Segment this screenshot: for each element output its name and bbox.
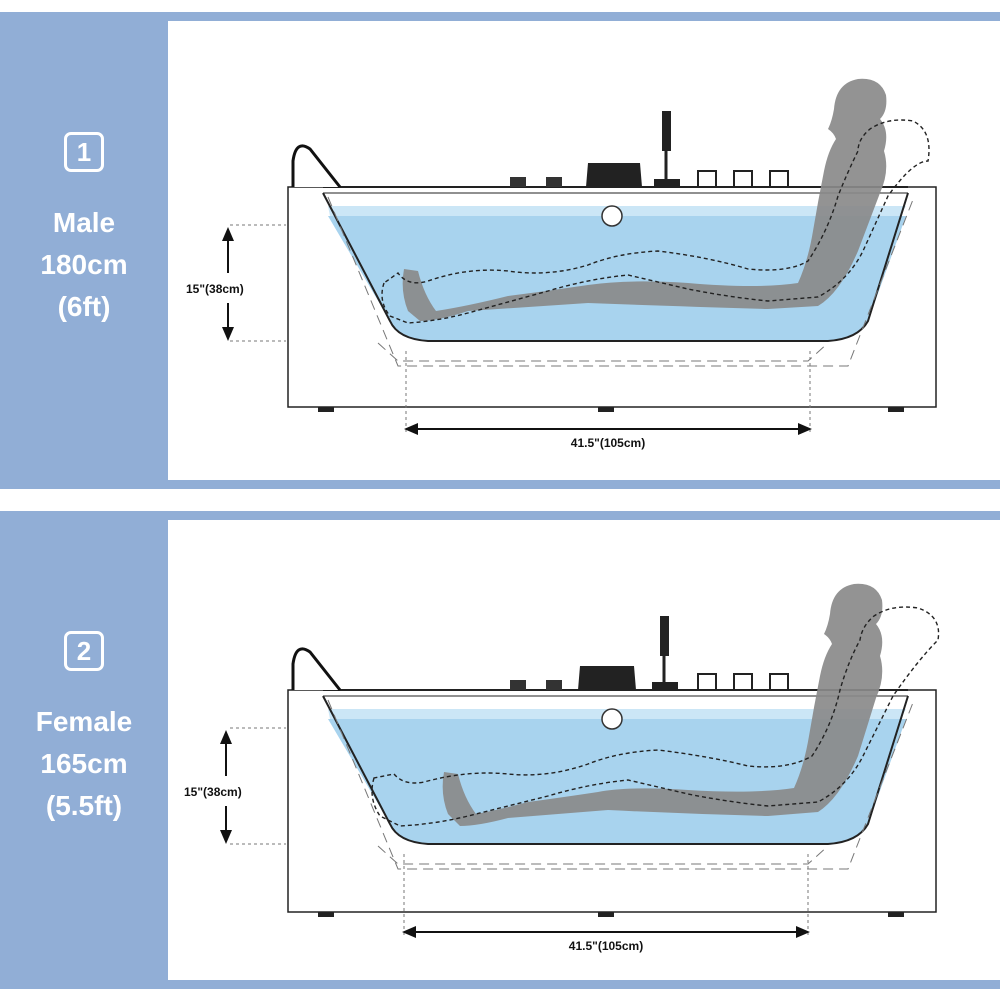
comparison-outline-figure <box>381 119 930 324</box>
diagram-area: 15"(38cm) 41.5"(105cm) <box>168 520 1000 980</box>
panel-number-badge: 2 <box>64 631 104 671</box>
faucet-spout <box>578 666 636 690</box>
frame-hidden-line <box>327 196 915 367</box>
shower-base <box>652 682 678 690</box>
frame-hidden-line <box>327 699 915 870</box>
length-label: 41.5"(105cm) <box>569 939 643 953</box>
valve-knob-3 <box>769 170 789 188</box>
person-gender: Male <box>52 207 116 238</box>
person-description: Male 180cm (6ft) <box>40 202 127 328</box>
valve-knob-1 <box>697 170 717 188</box>
foot-3 <box>888 912 904 917</box>
depth-arrow-head-bottom <box>220 830 232 844</box>
length-label: 41.5"(105cm) <box>571 436 645 450</box>
panel-female: 2 Female 165cm (5.5ft) <box>0 511 1000 989</box>
overflow-drain <box>601 205 623 227</box>
bathtub-diagram: 15"(38cm) 41.5"(105cm) <box>184 583 940 953</box>
valve-knob-2 <box>733 673 753 691</box>
faucet-spout <box>586 163 642 187</box>
length-arrow-head-right <box>796 926 810 938</box>
person-height-ft: (5.5ft) <box>45 790 123 821</box>
depth-arrow-head-top <box>222 227 234 241</box>
foot-3 <box>888 407 904 412</box>
valve-knob-2 <box>733 170 753 188</box>
comparison-outline-figure <box>371 606 940 827</box>
headrest <box>291 144 342 188</box>
panel-label-column: 1 Male 180cm (6ft) <box>0 12 168 489</box>
base-hidden-line <box>377 845 829 865</box>
diagram-area: 15"(38cm) 41.5"(105cm) <box>168 21 1000 480</box>
jet-control-1 <box>510 177 526 187</box>
base-hidden-line <box>377 342 829 362</box>
depth-label: 15"(38cm) <box>184 785 242 799</box>
headrest <box>291 647 342 691</box>
person-description: Female 165cm (5.5ft) <box>36 701 133 827</box>
shower-base <box>654 179 680 187</box>
jet-control-2 <box>546 680 562 690</box>
person-height-cm: 180cm <box>40 249 128 280</box>
overflow-drain <box>601 708 623 730</box>
foot-2 <box>598 912 614 917</box>
jet-control-1 <box>510 680 526 690</box>
panel-label-column: 2 Female 165cm (5.5ft) <box>0 511 168 989</box>
reclining-figure <box>442 583 883 826</box>
hand-shower <box>662 111 671 151</box>
valve-knob-3 <box>769 673 789 691</box>
person-height-ft: (6ft) <box>57 291 111 322</box>
person-gender: Female <box>35 706 133 737</box>
bathtub-diagram: 15"(38cm) 41.5"(105cm) <box>186 78 937 450</box>
jet-control-2 <box>546 177 562 187</box>
panel-number-badge: 1 <box>64 132 104 172</box>
hand-shower <box>660 616 669 656</box>
person-height-cm: 165cm <box>40 748 128 779</box>
reclining-figure <box>402 78 887 321</box>
length-arrow-head-left <box>402 926 416 938</box>
foot-1 <box>318 407 334 412</box>
panel-male: 1 Male 180cm (6ft) <box>0 12 1000 489</box>
foot-1 <box>318 912 334 917</box>
length-arrow-head-right <box>798 423 812 435</box>
depth-arrow-head-top <box>220 730 232 744</box>
length-arrow-head-left <box>404 423 418 435</box>
depth-label: 15"(38cm) <box>186 282 244 296</box>
valve-knob-1 <box>697 673 717 691</box>
depth-arrow-head-bottom <box>222 327 234 341</box>
foot-2 <box>598 407 614 412</box>
